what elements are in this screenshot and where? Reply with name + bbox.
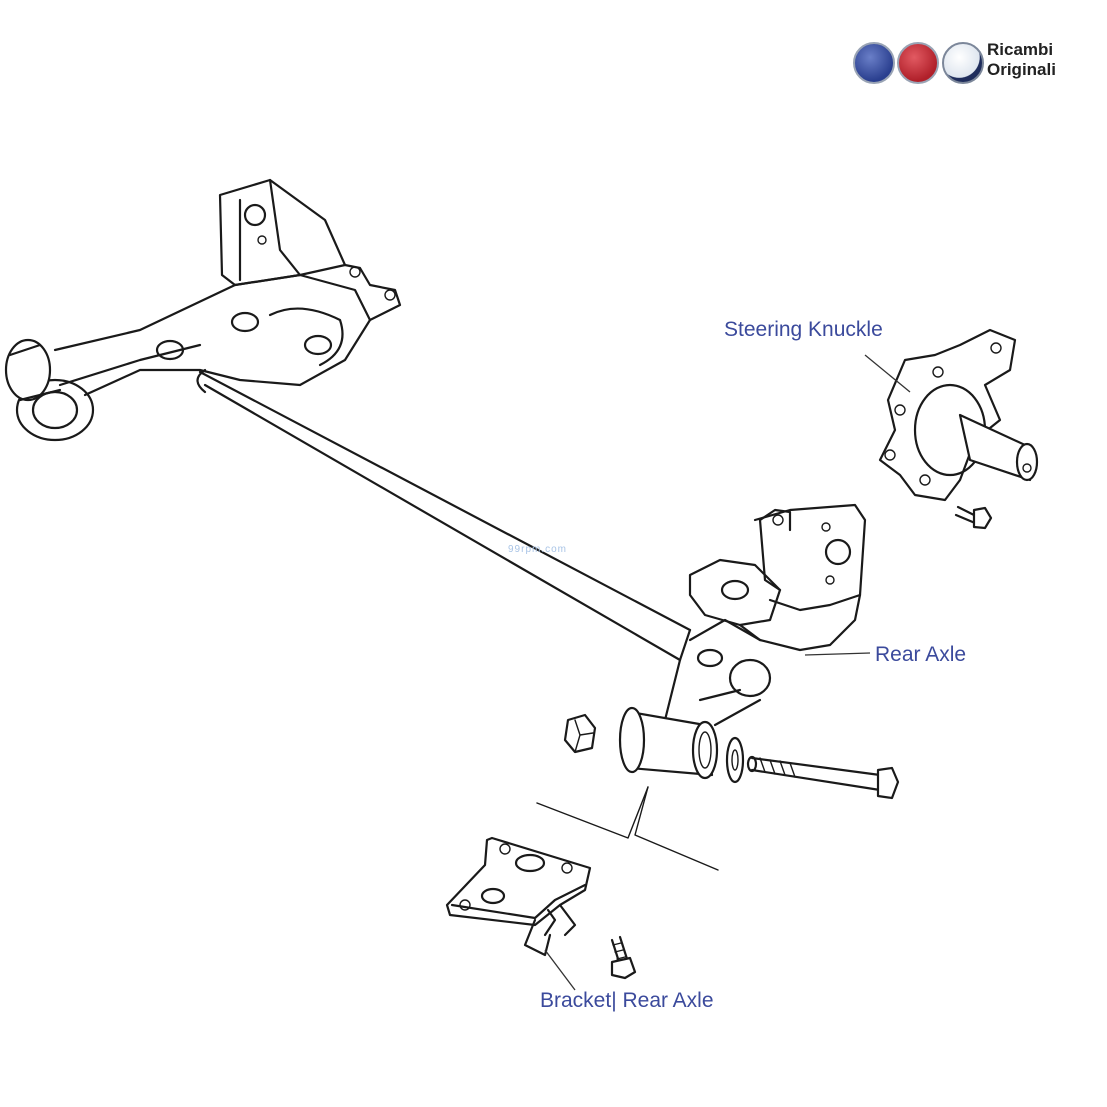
left-trailing-arm bbox=[53, 273, 372, 397]
brand-line1: Ricambi bbox=[987, 40, 1054, 59]
label-bracket-rear-axle: Bracket| Rear Axle bbox=[540, 989, 714, 1012]
fiat-logo bbox=[897, 42, 939, 84]
steering-knuckle bbox=[878, 328, 1039, 502]
right-bushing bbox=[618, 706, 719, 780]
long-bolt bbox=[746, 755, 900, 800]
nut bbox=[563, 713, 597, 754]
left-bracket bbox=[218, 178, 402, 322]
cross-tube bbox=[196, 368, 692, 662]
rear-axle-leader bbox=[804, 652, 871, 656]
lancia-logo bbox=[853, 42, 895, 84]
steering-knuckle-leader bbox=[864, 354, 911, 393]
label-steering-knuckle: Steering Knuckle bbox=[724, 318, 883, 341]
right-trailing-arm bbox=[663, 593, 862, 727]
label-rear-axle: Rear Axle bbox=[875, 643, 967, 666]
washer bbox=[725, 736, 745, 784]
watermark: 99rpm.com bbox=[508, 544, 568, 555]
brand-line2: Originali bbox=[987, 60, 1056, 79]
knuckle-bolt bbox=[954, 505, 993, 530]
axle-bracket bbox=[445, 836, 592, 957]
alfa-romeo-logo bbox=[942, 42, 984, 84]
split-indicator bbox=[536, 786, 719, 871]
right-bracket bbox=[688, 503, 867, 627]
bracket-bolt bbox=[610, 935, 637, 980]
bracket-leader bbox=[544, 949, 576, 991]
left-bushing bbox=[4, 338, 95, 442]
brand-text: Ricambi Originali bbox=[987, 40, 1056, 80]
